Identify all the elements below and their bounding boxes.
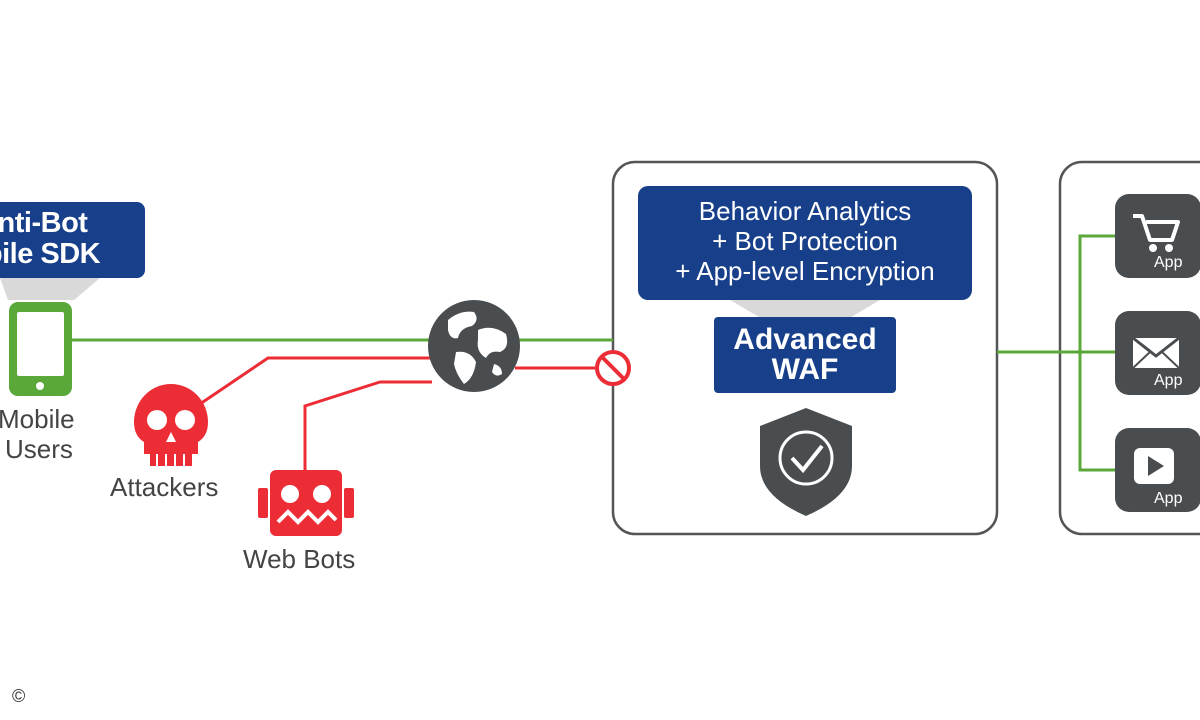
app-tile-mail[interactable] xyxy=(1115,311,1200,395)
copyright-mark: © xyxy=(12,686,26,706)
app-label-video: App xyxy=(1154,490,1183,507)
analytics-callout-pointer xyxy=(730,300,880,320)
sdk-callout-pointer xyxy=(0,278,100,300)
waf-line-1: Advanced xyxy=(733,323,877,356)
waf-line-2: WAF xyxy=(771,353,839,386)
sdk-line-1: nti-Bot xyxy=(0,207,88,239)
app-tile-video[interactable] xyxy=(1115,428,1200,512)
green-branch xyxy=(1078,234,1115,472)
mobile-users-label-2: Users xyxy=(5,434,73,464)
block-icon xyxy=(595,350,631,386)
waf-frame xyxy=(611,160,999,536)
envelope-icon xyxy=(1132,336,1180,369)
analytics-line-1: Behavior Analytics xyxy=(698,196,912,226)
attackers-label: Attackers xyxy=(110,472,219,502)
skull-icon xyxy=(134,384,208,466)
robot-icon xyxy=(258,470,354,536)
apps-frame xyxy=(1058,160,1200,536)
waf-label-box: Advanced WAF xyxy=(714,317,896,393)
red-line-webbots xyxy=(303,380,432,470)
sdk-callout: nti-Bot bile SDK xyxy=(0,202,145,278)
mobile-users-label-1: Mobile xyxy=(0,404,75,434)
app-label-shop: App xyxy=(1154,254,1183,271)
globe-icon xyxy=(428,300,520,392)
mobile-phone-icon xyxy=(9,302,72,396)
app-tile-shop[interactable] xyxy=(1115,194,1200,278)
analytics-callout: Behavior Analytics + Bot Protection + Ap… xyxy=(638,186,972,300)
shield-check-icon xyxy=(760,408,852,516)
red-line-attackers xyxy=(199,356,432,406)
analytics-line-3: + App-level Encryption xyxy=(675,256,935,286)
analytics-line-2: + Bot Protection xyxy=(712,226,898,256)
web-bots-label: Web Bots xyxy=(243,544,356,574)
shopping-cart-icon xyxy=(1133,214,1180,252)
play-icon xyxy=(1134,448,1174,484)
sdk-line-2: bile SDK xyxy=(0,238,101,270)
app-label-mail: App xyxy=(1154,372,1183,389)
